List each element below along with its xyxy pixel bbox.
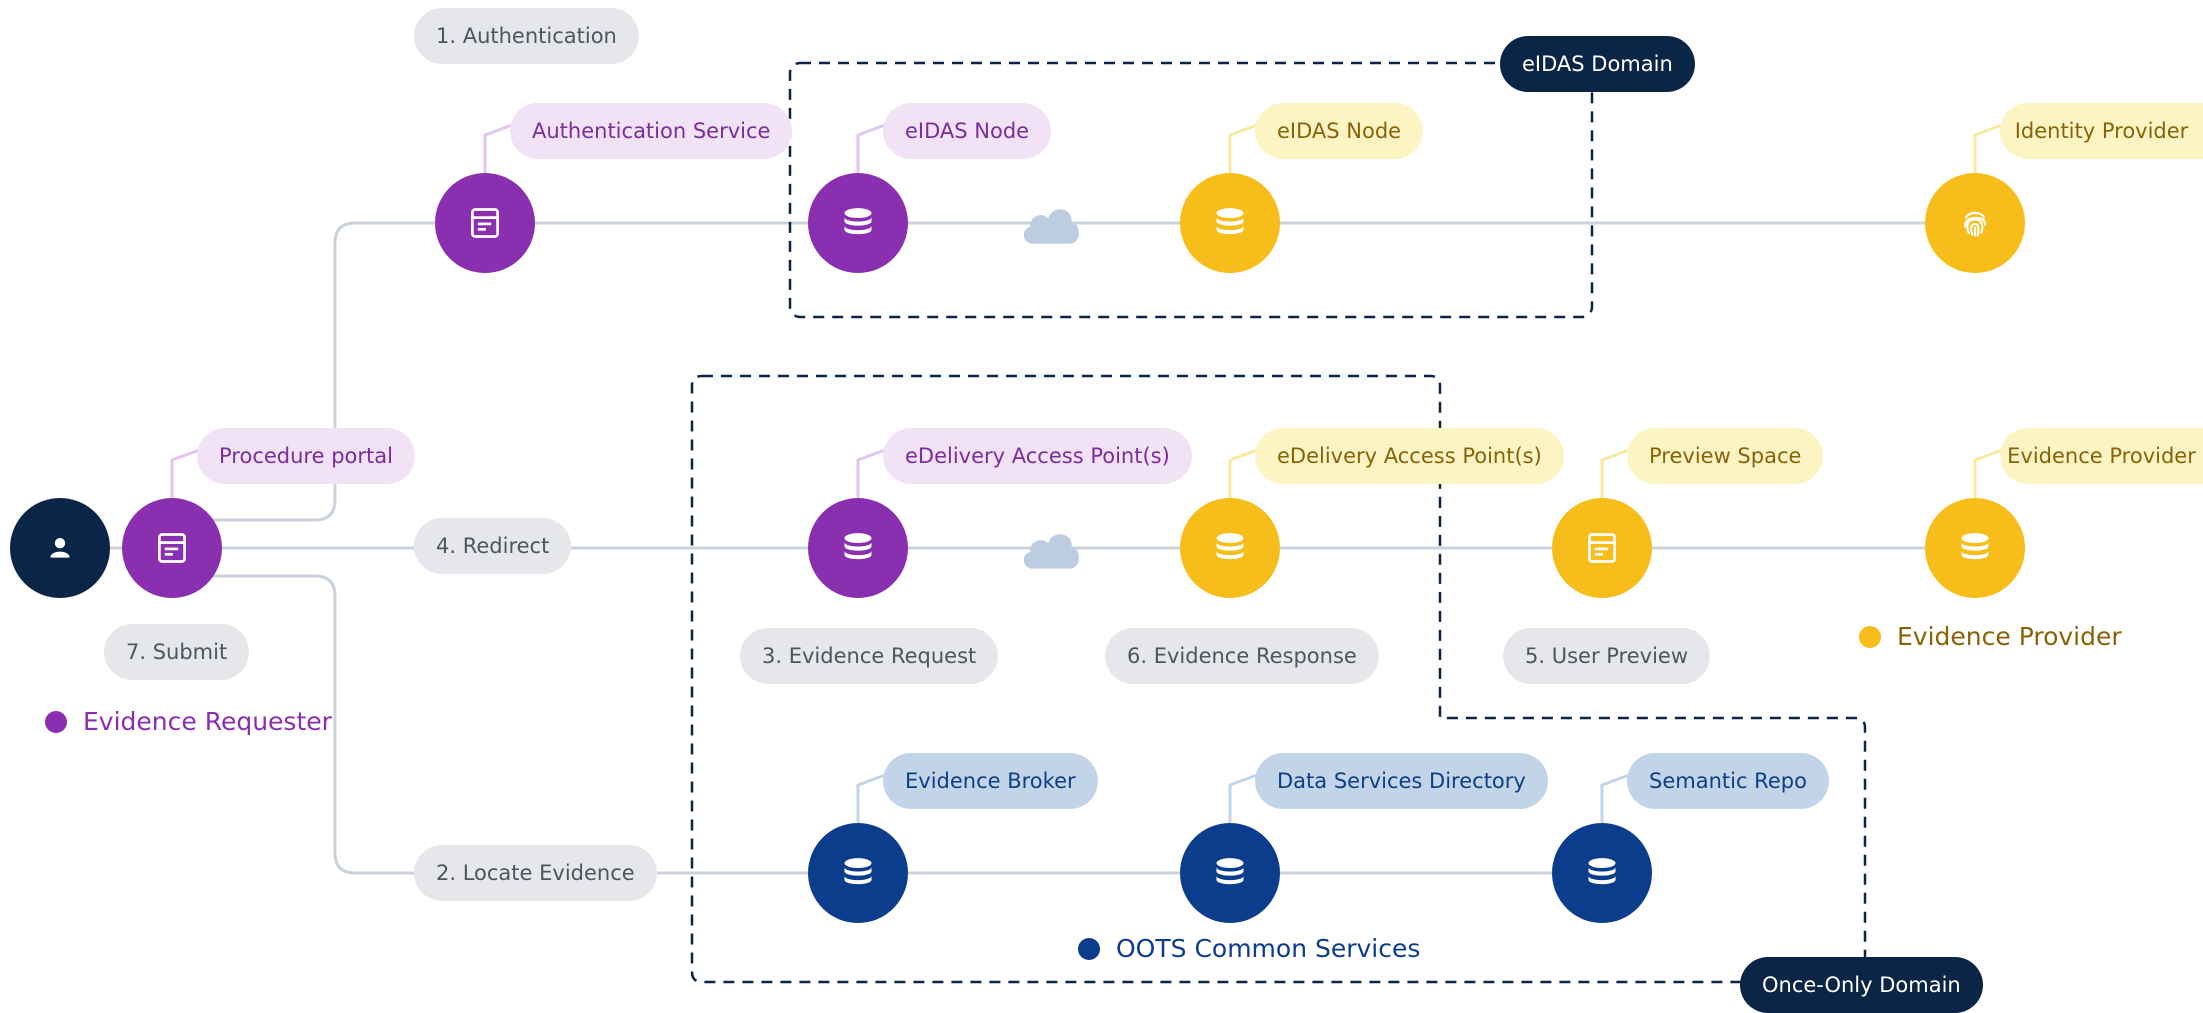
step-evidence-request: 3. Evidence Request [740, 628, 999, 684]
once-only-domain-badge: Once-Only Domain [1740, 957, 1983, 1013]
label-semantic-repo: Semantic Repo [1627, 753, 1829, 809]
step-user-preview: 5. User Preview [1503, 628, 1710, 684]
label-evidence-provider: Evidence Provider [2000, 428, 2203, 484]
step-locate-evidence: 2. Locate Evidence [414, 845, 657, 901]
authentication-service-node[interactable] [435, 173, 535, 273]
eidas-node-requester[interactable] [808, 173, 908, 273]
legend-evidence-provider-label: Evidence Provider [1897, 622, 2122, 651]
semantic-repo-node[interactable] [1552, 823, 1652, 923]
label-edelivery-provider: eDelivery Access Point(s) [1255, 428, 1564, 484]
step-redirect: 4. Redirect [414, 518, 572, 574]
legend-evidence-requester: Evidence Requester [45, 707, 332, 736]
label-procedure-portal: Procedure portal [197, 428, 415, 484]
legend-purple-dot [45, 710, 67, 733]
eidas-node-provider[interactable] [1180, 173, 1280, 273]
label-identity-provider: Identity Provider [2000, 103, 2203, 159]
label-data-services-directory: Data Services Directory [1255, 753, 1548, 809]
preview-space-node[interactable] [1552, 498, 1652, 598]
evidence-provider-node[interactable] [1925, 498, 2025, 598]
eidas-domain-box [788, 61, 1594, 319]
label-authentication-service: Authentication Service [510, 103, 793, 159]
legend-yellow-dot [1859, 625, 1881, 648]
legend-evidence-requester-label: Evidence Requester [83, 707, 332, 736]
step-submit: 7. Submit [104, 624, 250, 680]
legend-common-services-label: OOTS Common Services [1116, 934, 1421, 963]
label-eidas-node-requester: eIDAS Node [883, 103, 1052, 159]
procedure-portal-node[interactable] [122, 498, 222, 598]
eidas-domain-badge: eIDAS Domain [1500, 36, 1695, 92]
evidence-broker-node[interactable] [808, 823, 908, 923]
network-cloud-icon [1023, 209, 1079, 244]
step-evidence-response: 6. Evidence Response [1105, 628, 1379, 684]
edelivery-node-requester[interactable] [808, 498, 908, 598]
label-evidence-broker: Evidence Broker [883, 753, 1098, 809]
legend-evidence-provider: Evidence Provider [1859, 622, 2122, 651]
label-leaders [170, 123, 2003, 825]
label-edelivery-requester: eDelivery Access Point(s) [883, 428, 1192, 484]
network-cloud-icon [1023, 534, 1079, 569]
legend-common-services: OOTS Common Services [1078, 934, 1420, 963]
label-eidas-node-provider: eIDAS Node [1255, 103, 1424, 159]
identity-provider-node[interactable] [1925, 173, 2025, 273]
legend-blue-dot [1078, 937, 1100, 960]
label-preview-space: Preview Space [1627, 428, 1824, 484]
edelivery-node-provider[interactable] [1180, 498, 1280, 598]
step-authentication: 1. Authentication [414, 8, 639, 64]
user-node[interactable] [10, 498, 110, 598]
data-services-directory-node[interactable] [1180, 823, 1280, 923]
